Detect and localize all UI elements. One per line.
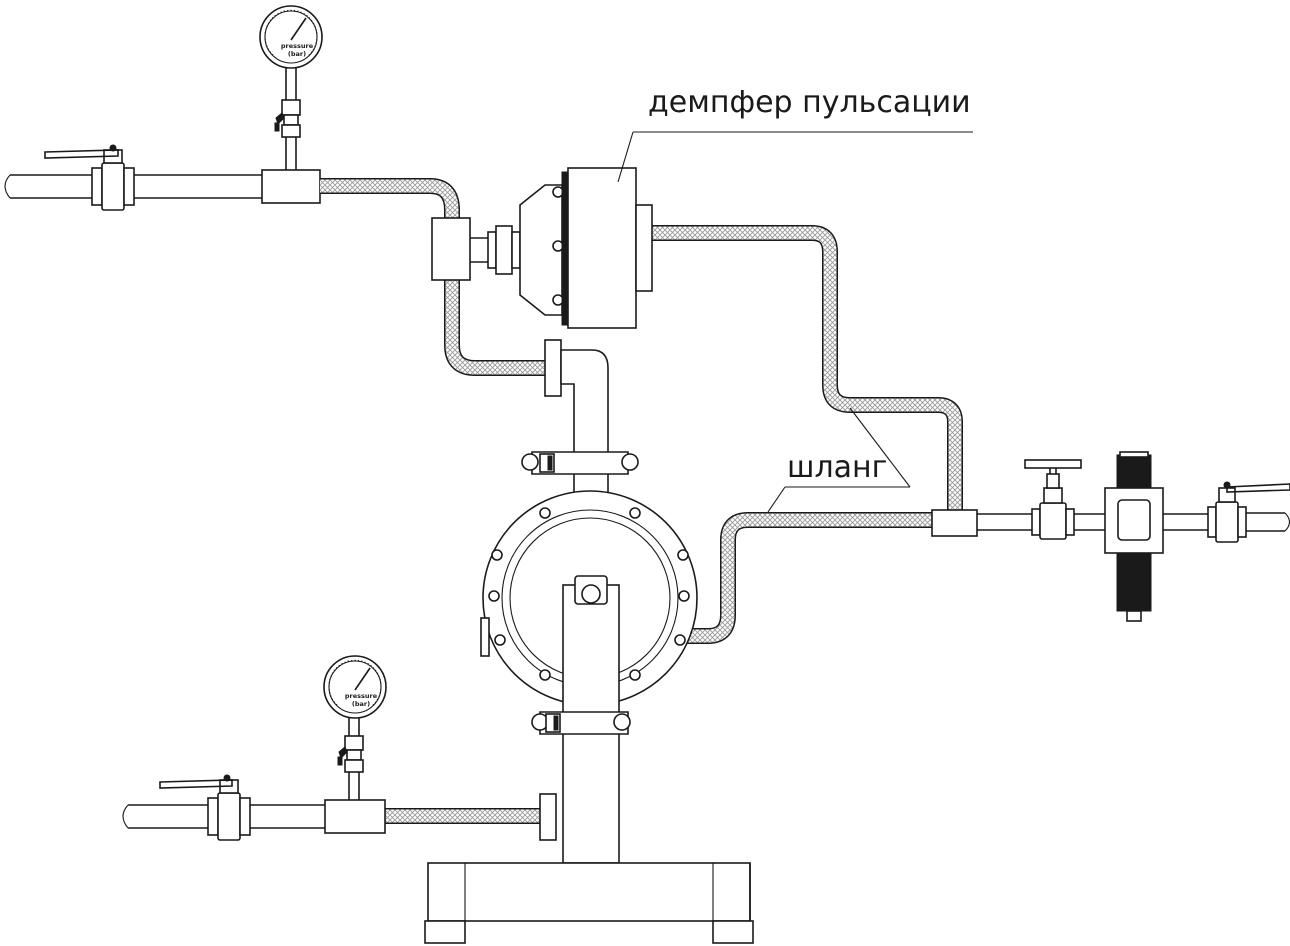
top-pressure-gauge: pressure (bar) xyxy=(259,5,323,69)
air-ball-valve xyxy=(1207,481,1290,543)
pump-outlet-flange xyxy=(539,793,557,841)
top-gauge-fitting xyxy=(274,68,301,170)
bottom-tee xyxy=(324,799,386,834)
damper-callout: демпфер пульсации xyxy=(617,85,973,183)
hose-label: шланг xyxy=(787,450,887,485)
air-supply-line xyxy=(931,451,1290,622)
pump-inlet-flange xyxy=(544,339,562,397)
pump-base xyxy=(424,862,754,944)
pulsation-damper xyxy=(431,167,653,329)
diaphragm-pump xyxy=(424,339,754,944)
top-ball-valve xyxy=(44,144,135,211)
bottom-gauge-label-unit: (bar) xyxy=(352,700,370,708)
air-tee xyxy=(931,509,978,537)
bottom-gauge-fitting xyxy=(337,718,364,800)
lower-clamp xyxy=(531,711,631,735)
hose-callout: шланг xyxy=(767,407,911,513)
hoses xyxy=(320,178,963,824)
damper-label: демпфер пульсации xyxy=(648,85,971,120)
top-gauge-label-unit: (bar) xyxy=(288,50,306,58)
top-tee xyxy=(261,169,321,204)
damper-tee xyxy=(431,217,471,281)
top-inlet-line: pressure (bar) xyxy=(4,5,323,211)
upper-clamp xyxy=(521,451,639,475)
bottom-ball-valve xyxy=(159,774,251,841)
top-gauge-label-pressure: pressure xyxy=(281,42,314,50)
air-filter-regulator xyxy=(1104,451,1164,622)
bottom-gauge-label-pressure: pressure xyxy=(345,692,378,700)
air-needle-valve xyxy=(1024,459,1082,540)
housing-bolts xyxy=(488,507,690,681)
bottom-pressure-gauge: pressure (bar) xyxy=(323,655,387,719)
bottom-outlet-line: pressure (bar) xyxy=(122,655,387,841)
